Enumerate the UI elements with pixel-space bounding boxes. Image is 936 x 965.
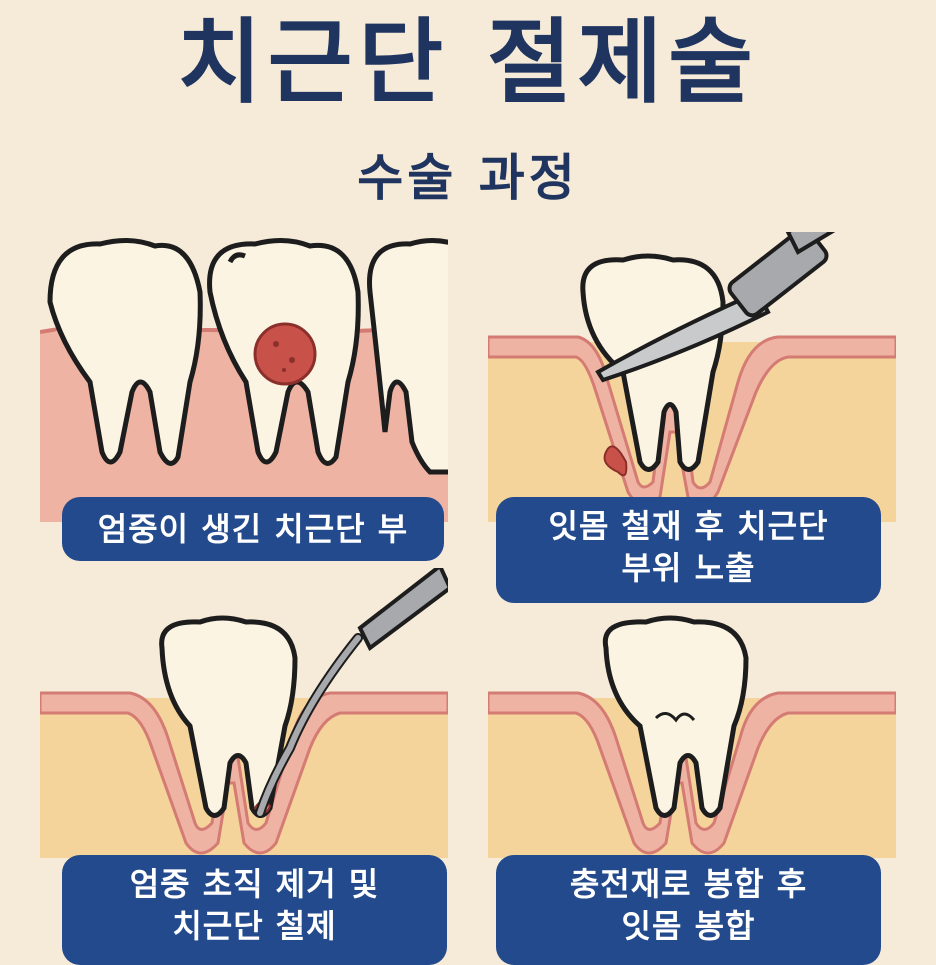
step-3-caption-line1: 엄중 초직 제거 및: [129, 865, 380, 903]
tooth: [602, 615, 749, 818]
step-4-illustration: [488, 568, 896, 858]
suture-mark: [654, 712, 696, 723]
step-1-illustration: [40, 232, 448, 522]
curette-icon: [255, 568, 448, 818]
step-3-illustration: [40, 568, 448, 858]
step-1-caption: 엄중이 생긴 치근단 부: [62, 497, 444, 561]
lesion-marker: [253, 322, 317, 386]
step-4-caption: 충전재로 봉합 후 잇몸 봉합: [496, 855, 881, 965]
step-3-caption: 엄중 초직 제거 및 치근단 철제: [62, 855, 447, 965]
tooth-right: [367, 238, 448, 475]
page-subtitle: 수술 과정: [357, 149, 579, 207]
step-4-caption-line2: 잇몸 봉합: [621, 907, 756, 945]
step-2-illustration: [488, 232, 896, 522]
step-2-caption: 잇몸 철재 후 치근단 부위 노출: [496, 497, 881, 603]
step-1-caption-line1: 엄중이 생긴 치근단 부: [97, 510, 409, 548]
lesion-marker: [603, 445, 628, 477]
step-3-caption-line2: 치근단 철제: [172, 907, 337, 945]
step-2-caption-line2: 부위 노출: [621, 549, 756, 587]
step-4-caption-line1: 충전재로 봉합 후: [569, 865, 808, 903]
step-2-caption-line1: 잇몸 철재 후 치근단: [548, 507, 829, 545]
scalpel-icon: [595, 232, 836, 383]
tooth-left: [47, 238, 203, 466]
page-title: 치근단 절제술: [177, 9, 759, 116]
